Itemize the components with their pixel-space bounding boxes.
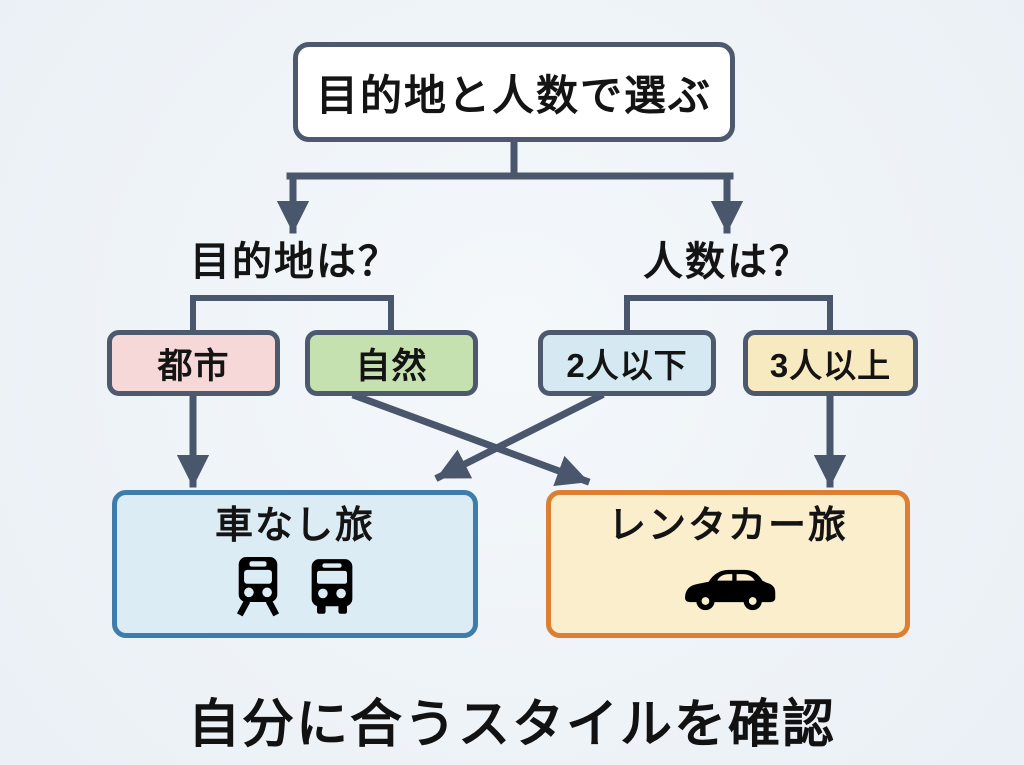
option-three-or-more-label: 3人以上 — [769, 347, 892, 384]
edge-nature-to-rental — [351, 391, 591, 487]
root-node-label: 目的地と人数で選ぶ — [315, 71, 712, 119]
option-two-or-less-label: 2人以下 — [566, 347, 688, 384]
edge-two-to-carfree — [434, 391, 605, 482]
edge-root-split — [286, 136, 734, 180]
result-car-free-label: 車なし旅 — [214, 505, 375, 547]
car-free-icons — [234, 556, 356, 617]
result-car-free-trip: 車なし旅 — [112, 490, 478, 638]
question-destination: 目的地は？ — [145, 233, 445, 284]
train-icon — [236, 556, 280, 616]
option-nature: 自然 — [305, 330, 478, 396]
footer-caption-text: 自分に合うスタイルを確認 — [187, 696, 836, 754]
option-nature-label: 自然 — [355, 346, 428, 386]
result-rental-car-label: レンタカー旅 — [607, 505, 848, 547]
option-three-or-more: 3人以上 — [743, 330, 918, 396]
rental-car-icons — [676, 557, 780, 615]
question-party-size: 人数は？ — [577, 233, 877, 284]
question-destination-label: 目的地は？ — [190, 240, 400, 284]
option-city: 都市 — [107, 330, 280, 396]
question-party-size-label: 人数は？ — [643, 240, 811, 284]
edge-partysize-bracket — [624, 295, 833, 343]
bus-icon — [311, 558, 353, 614]
footer-caption: 自分に合うスタイルを確認 — [0, 682, 1024, 757]
root-node-title: 目的地と人数で選ぶ — [293, 42, 735, 142]
option-two-or-less: 2人以下 — [538, 330, 716, 396]
option-city-label: 都市 — [157, 346, 230, 386]
result-rental-car-trip: レンタカー旅 — [546, 490, 910, 638]
car-icon — [685, 569, 776, 610]
edge-destination-bracket — [190, 295, 394, 343]
